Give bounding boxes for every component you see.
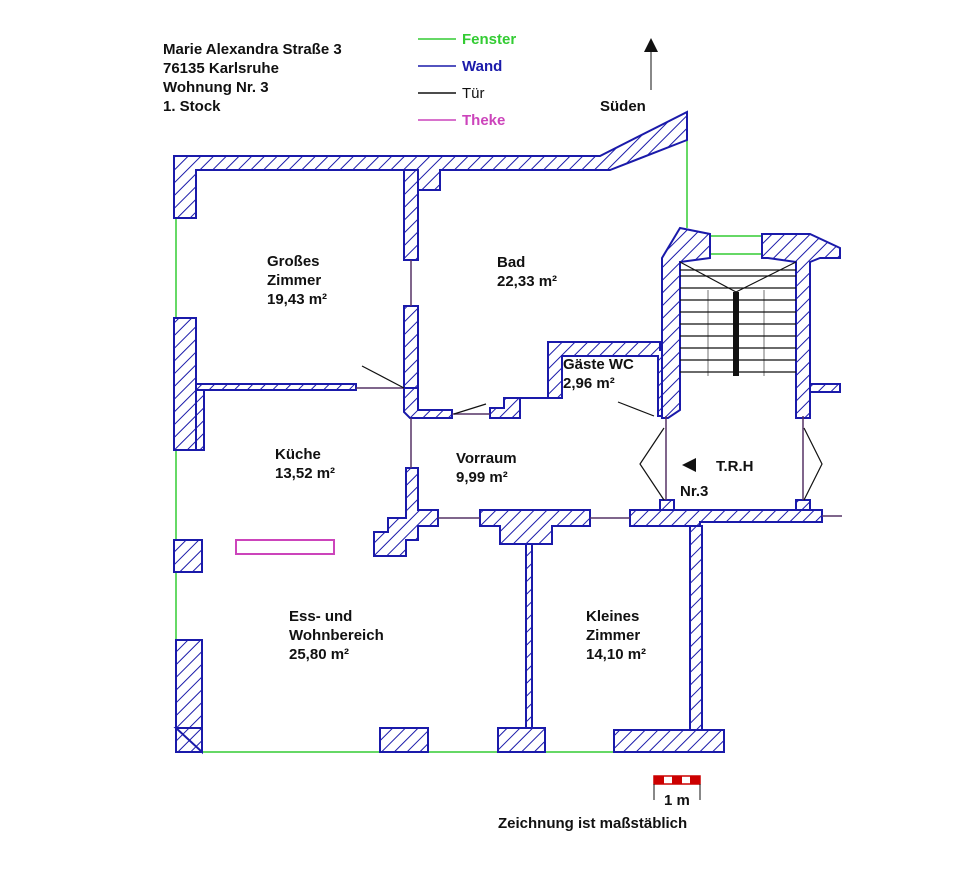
room-vorraum-name: Vorraum [456,450,517,467]
staircase [679,261,797,376]
legend-wand: Wand [462,58,503,75]
room-kueche-area: 13,52 m² [275,465,336,482]
room-kleines-area: 14,10 m² [586,646,647,663]
room-bad-area: 22,33 m² [497,273,558,290]
room-ess-name-2: Wohnbereich [289,627,384,644]
stair-label-1: T.R.H [716,458,754,475]
room-vorraum-area: 9,99 m² [456,469,508,486]
room-bad-name: Bad [497,254,526,271]
room-kueche-name: Küche [275,446,321,463]
north-label: Süden [600,98,646,115]
counter [235,539,335,555]
address-line-3: Wohnung Nr. 3 [163,79,269,96]
windows [175,140,762,753]
scale-note: Zeichnung ist maßstäblich [498,815,688,832]
room-kleines-name-1: Kleines [586,608,640,625]
stair-arrow-icon [682,458,696,472]
address-line-1: Marie Alexandra Straße 3 [163,41,342,58]
room-grosses-area: 19,43 m² [267,291,328,308]
doors [361,365,823,501]
direction-arrow-icon [644,38,658,90]
door-lines [356,260,842,519]
legend-lines [418,38,456,121]
walls [173,110,841,755]
room-gaeste-name: Gäste WC [563,356,634,373]
room-kleines-name-2: Zimmer [586,627,641,644]
room-ess-name-1: Ess- und [289,608,353,625]
address-line-4: 1. Stock [163,98,221,115]
legend-theke: Theke [462,112,506,129]
room-ess-area: 25,80 m² [289,646,350,663]
scale-label: 1 m [664,792,690,809]
room-grosses-name-1: Großes [267,253,320,270]
address-line-2: 76135 Karlsruhe [163,60,279,77]
room-grosses-name-2: Zimmer [267,272,322,289]
legend-tuer: Tür [462,85,485,102]
room-gaeste-area: 2,96 m² [563,375,615,392]
stair-label-2: Nr.3 [680,483,709,500]
scale-bar [653,775,701,800]
legend-fenster: Fenster [462,31,517,48]
